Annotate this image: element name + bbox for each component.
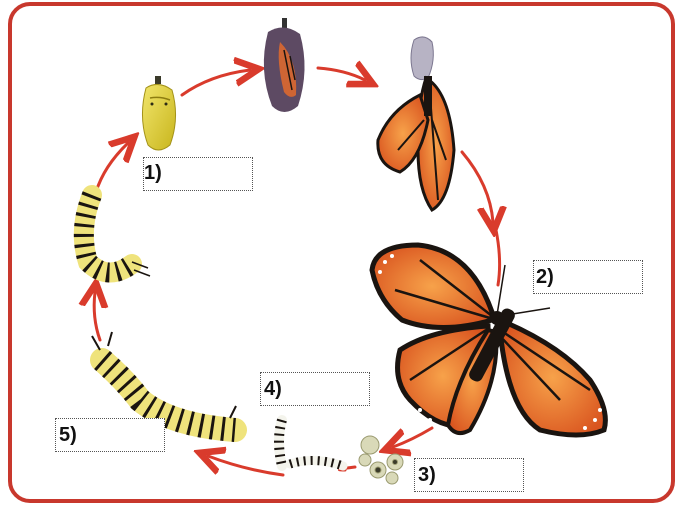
label-4: 4) [264, 378, 282, 401]
green-chrysalis [142, 76, 175, 150]
arrow-chrysalis-to-dark-chrysalis [182, 70, 250, 95]
emerging-butterfly [378, 37, 454, 210]
arrow-young-to-caterpillar [208, 456, 283, 475]
arrow-dark-chrysalis-to-emerging [318, 68, 365, 80]
arrow-adult-to-eggs [393, 428, 432, 447]
arrow-hanging-to-chrysalis [96, 143, 128, 192]
label-5: 5) [59, 424, 77, 447]
caterpillar [92, 332, 236, 430]
hanging-caterpillar [84, 195, 150, 276]
young-caterpillar [279, 420, 343, 466]
arrow-caterpillar-to-hanging [94, 292, 100, 340]
label-1: 1) [144, 162, 162, 185]
eggs [359, 436, 403, 484]
arrow-emerging-to-adult [462, 152, 493, 222]
dark-chrysalis [264, 18, 305, 112]
label-2: 2) [536, 266, 554, 289]
arrow-adult-top [496, 230, 500, 285]
label-3: 3) [418, 464, 436, 487]
